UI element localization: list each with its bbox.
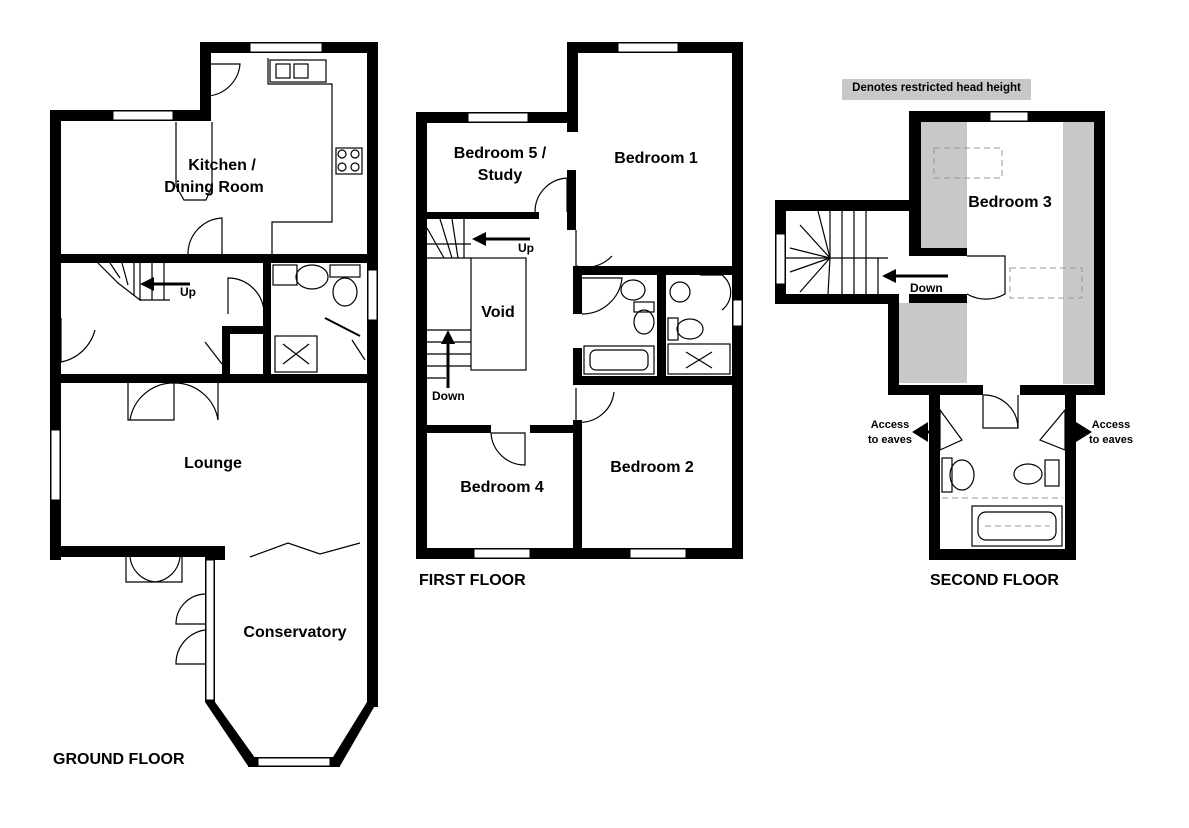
restricted-area-left-bottom	[899, 303, 967, 383]
dining-room-label: Dining Room	[164, 179, 264, 196]
ground-floor-plan: Up Kitchen / Dining Room Lounge Conserva…	[50, 42, 378, 768]
second-stairs	[786, 210, 948, 295]
first-stairs-up-label: Up	[518, 241, 534, 255]
lounge-label: Lounge	[184, 455, 242, 472]
conservatory-label: Conservatory	[243, 624, 346, 641]
second-stairs-down-label: Down	[910, 281, 943, 295]
bedroom4-label: Bedroom 4	[460, 479, 544, 496]
eaves-right-line1: Access	[1092, 419, 1131, 431]
bedroom5-label: Bedroom 5 /	[454, 145, 547, 162]
first-floor-plan: Up Down Bedroom 5 / Study Bedroom 1 Void…	[416, 42, 743, 589]
first-stairs-down-label: Down	[432, 389, 465, 403]
restricted-area-left-top	[921, 122, 967, 248]
ground-stairs-up-label: Up	[180, 285, 196, 299]
first-floor-title: FIRST FLOOR	[419, 572, 526, 589]
ground-stairs	[97, 262, 190, 302]
restricted-area-right	[1063, 122, 1094, 384]
kitchen-label: Kitchen /	[188, 157, 256, 174]
restricted-height-legend-text: Denotes restricted head height	[852, 82, 1021, 94]
ground-floor-title: GROUND FLOOR	[53, 751, 185, 768]
void-label: Void	[481, 304, 514, 321]
eaves-right-line2: to eaves	[1089, 434, 1133, 446]
restricted-height-legend-swatch	[842, 79, 1031, 100]
eaves-left-line1: Access	[871, 419, 910, 431]
first-stairs	[426, 218, 530, 388]
bedroom1-label: Bedroom 1	[614, 150, 698, 167]
study-label: Study	[478, 167, 523, 184]
second-floor-plan: Down Bedroom 3 Access to eaves Access to…	[775, 111, 1133, 589]
eaves-left-line2: to eaves	[868, 434, 912, 446]
bedroom3-label: Bedroom 3	[968, 194, 1052, 211]
bedroom2-label: Bedroom 2	[610, 459, 694, 476]
second-floor-title: SECOND FLOOR	[930, 572, 1059, 589]
